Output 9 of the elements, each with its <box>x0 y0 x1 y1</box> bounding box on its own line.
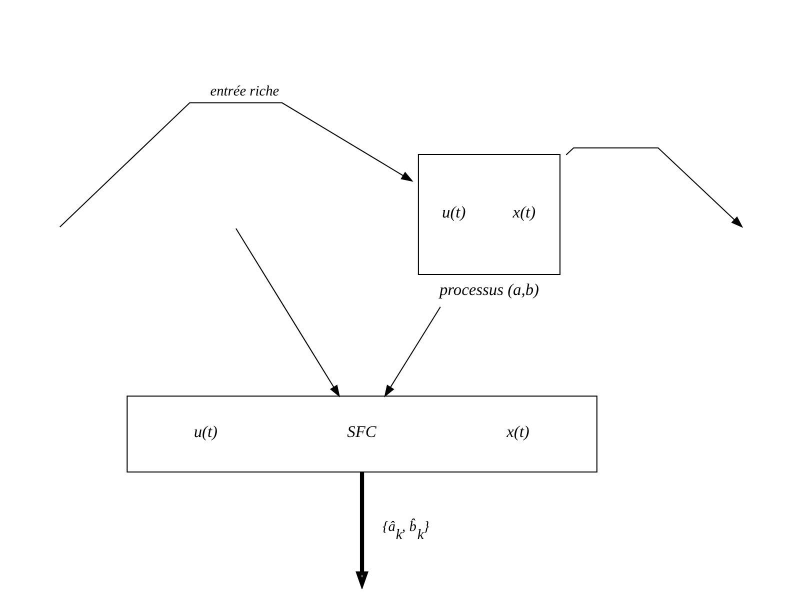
node-box: u(t) x(t) <box>418 154 560 276</box>
edge-label: entrée riche <box>210 83 280 100</box>
arrow <box>59 102 414 228</box>
arrow <box>384 306 441 398</box>
node-label: processus (a,b) <box>439 280 540 299</box>
node-box: u(t) SFC x(t) <box>126 396 598 472</box>
arrow <box>356 472 368 589</box>
arrow <box>566 147 744 228</box>
arrow <box>236 228 340 398</box>
